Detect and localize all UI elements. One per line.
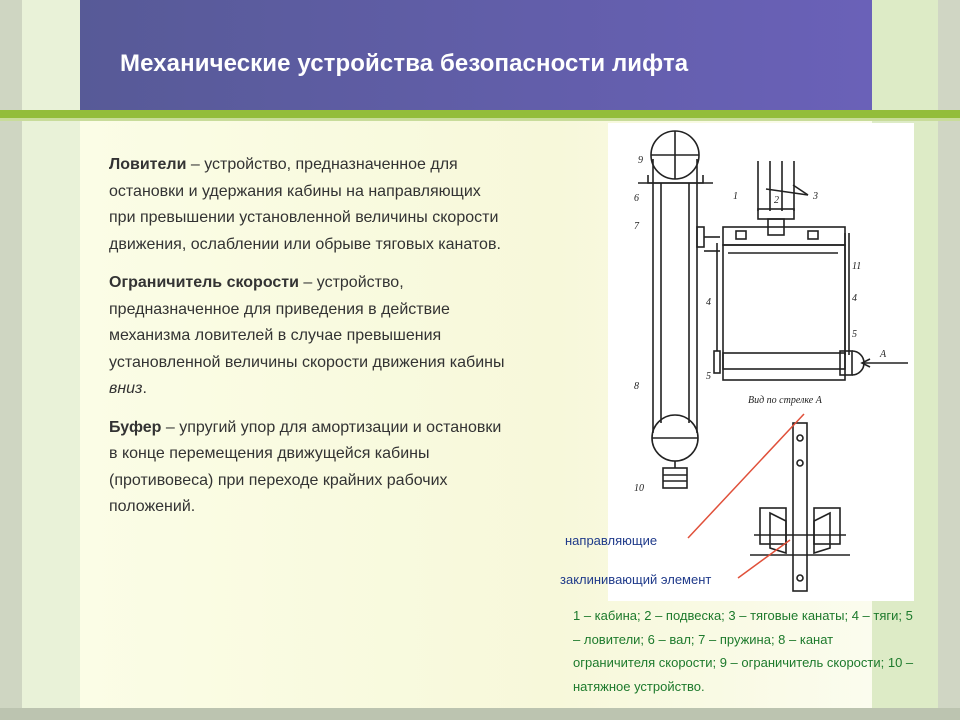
accent-bar xyxy=(0,110,960,118)
term-speed-limiter: Ограничитель скорости xyxy=(109,274,299,291)
diagram-number: 1 xyxy=(733,191,738,202)
diagram-number: 9 xyxy=(638,155,643,166)
bottom-bar xyxy=(0,708,960,720)
diagram-number: A xyxy=(879,349,887,360)
term-catchers: Ловители xyxy=(109,156,187,173)
label-wedge-element: заклинивающий элемент xyxy=(560,572,712,587)
definition-buffer-text: – упругий упор для амортизации и останов… xyxy=(109,418,502,516)
diagram-number: 5 xyxy=(706,371,711,382)
definition-buffer: Буфер – упругий упор для амортизации и о… xyxy=(109,415,509,521)
diagram-number: 6 xyxy=(634,193,639,204)
definitions-text: Ловители – устройство, предназначенное д… xyxy=(109,152,509,533)
definition-speed-limiter-text: – устройство, предназначенное для привед… xyxy=(109,274,505,371)
definition-speed-limiter: Ограничитель скорости – устройство, пред… xyxy=(109,270,509,403)
elevator-diagram-drawing: 9 6 7 3 2 1 11 4 5 4 8 5 A 10 Вид по стр… xyxy=(634,130,908,592)
view-label: Вид по стрелке А xyxy=(748,395,823,406)
diagram-number: 8 xyxy=(634,381,639,392)
elevator-diagram: 9 6 7 3 2 1 11 4 5 4 8 5 A 10 Вид по стр… xyxy=(608,123,914,601)
slide-title: Механические устройства безопасности лиф… xyxy=(120,50,689,77)
diagram-number: 2 xyxy=(774,195,779,206)
diagram-number: 11 xyxy=(852,261,861,272)
diagram-number: 7 xyxy=(634,221,640,232)
title-bar xyxy=(80,0,872,110)
diagram-number: 10 xyxy=(634,483,644,494)
definition-catchers: Ловители – устройство, предназначенное д… xyxy=(109,152,509,258)
definition-catchers-text: – устройство, предназначенное для остано… xyxy=(109,156,501,253)
definition-speed-limiter-tail: . xyxy=(142,380,147,397)
accent-bar-light xyxy=(0,118,960,121)
term-buffer: Буфер xyxy=(109,418,162,436)
diagram-legend: 1 – кабина; 2 – подвеска; 3 – тяговые ка… xyxy=(573,608,914,694)
label-guides: направляющие xyxy=(565,533,658,548)
diagram-number: 4 xyxy=(852,293,857,304)
left-decor-stripe xyxy=(0,0,80,720)
emphasis-down: вниз xyxy=(109,380,143,397)
diagram-number: 5 xyxy=(852,329,857,340)
diagram-number: 4 xyxy=(706,297,711,308)
diagram-number: 3 xyxy=(812,191,818,202)
